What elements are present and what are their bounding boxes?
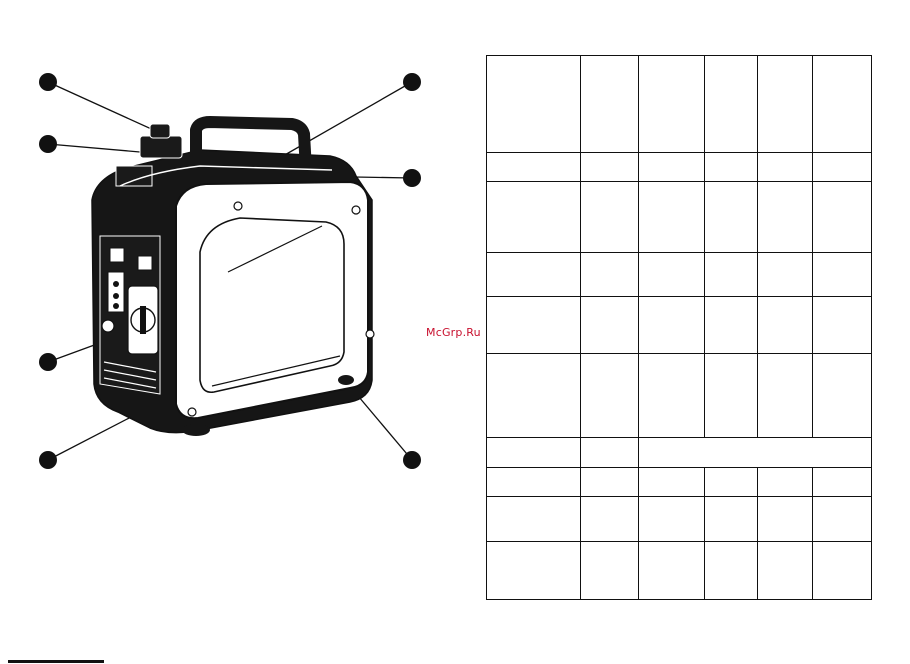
table-row (486, 541, 872, 600)
table-cell (638, 541, 705, 600)
spec-table (486, 55, 872, 600)
table-cell (757, 541, 813, 600)
table-cell (757, 181, 813, 253)
table-cell (580, 541, 639, 600)
table-cell (704, 55, 758, 153)
table-cell (812, 152, 872, 182)
table-row (486, 181, 872, 253)
table-row (486, 55, 872, 153)
table-cell (486, 296, 581, 354)
table-cell (757, 296, 813, 354)
table-cell (812, 181, 872, 253)
table-cell (580, 353, 639, 438)
generator-illustration (39, 73, 421, 469)
table-cell (704, 353, 758, 438)
table-cell (757, 152, 813, 182)
table-row (486, 152, 872, 182)
table-cell (638, 296, 705, 354)
table-cell (486, 353, 581, 438)
table-cell (638, 496, 705, 542)
table-cell (580, 437, 639, 468)
table-row (486, 437, 872, 468)
table-cell (638, 467, 705, 497)
table-cell (704, 496, 758, 542)
table-cell (812, 467, 872, 497)
table-cell (486, 467, 581, 497)
table-cell (638, 252, 705, 297)
table-cell (638, 181, 705, 253)
table-cell (580, 467, 639, 497)
table-row (486, 467, 872, 497)
table-row (486, 296, 872, 354)
footer-rule (8, 660, 104, 663)
generator-body (91, 116, 375, 436)
table-cell (486, 437, 581, 468)
table-cell-merged (638, 437, 872, 468)
table-cell (757, 353, 813, 438)
table-cell (638, 353, 705, 438)
table-cell (580, 296, 639, 354)
table-cell (757, 467, 813, 497)
table-cell (757, 55, 813, 153)
table-cell (486, 541, 581, 600)
table-row (486, 496, 872, 542)
table-cell (486, 181, 581, 253)
table-cell (580, 152, 639, 182)
table-cell (704, 252, 758, 297)
table-cell (580, 252, 639, 297)
table-cell (486, 152, 581, 182)
table-cell (580, 496, 639, 542)
table-cell (638, 152, 705, 182)
table-cell (486, 55, 581, 153)
table-row (486, 252, 872, 297)
table-cell (486, 252, 581, 297)
table-cell (812, 353, 872, 438)
table-cell (704, 541, 758, 600)
table-cell (812, 541, 872, 600)
watermark-text: McGrp.Ru (426, 326, 481, 339)
table-cell (704, 296, 758, 354)
table-cell (704, 152, 758, 182)
table-cell (757, 252, 813, 297)
table-cell (812, 296, 872, 354)
table-cell (812, 55, 872, 153)
table-cell (580, 181, 639, 253)
table-row (486, 353, 872, 438)
table-cell (757, 496, 813, 542)
callout-dots (39, 73, 421, 469)
table-cell (638, 55, 705, 153)
table-cell (812, 496, 872, 542)
table-cell (580, 55, 639, 153)
table-cell (486, 496, 581, 542)
table-cell (812, 252, 872, 297)
table-cell (704, 181, 758, 253)
table-cell (704, 467, 758, 497)
